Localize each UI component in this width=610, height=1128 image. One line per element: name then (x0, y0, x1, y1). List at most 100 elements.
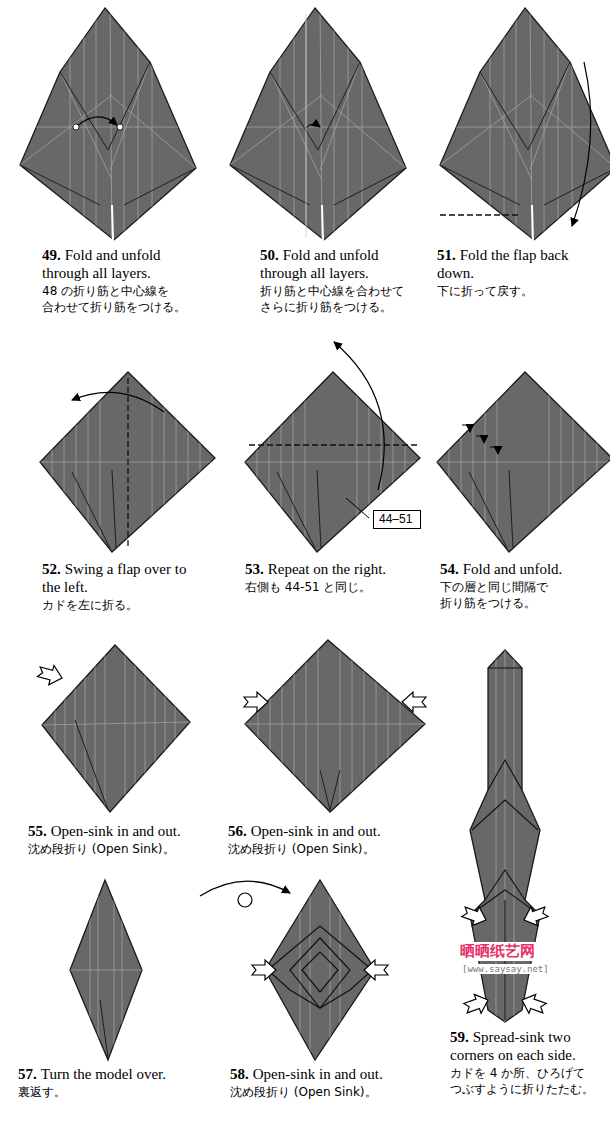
japanese-instruction: 沈め段折り (Open Sink)。 (230, 1084, 430, 1100)
step-54-figure-part-part (476, 436, 484, 443)
step-caption: 57.Turn the model over.裏返す。 (18, 1065, 208, 1100)
step-56-figure-part-part (294, 635, 295, 815)
step-instruction: 51.Fold the flap back down. (437, 246, 597, 282)
step-57-figure-part-part (70, 970, 142, 971)
step-56-figure-part-part (376, 635, 377, 815)
step-51-figure-part (440, 214, 520, 215)
step-58-figure-part (270, 926, 370, 1008)
step-number: 54. (440, 561, 459, 577)
step-58-figure (200, 875, 388, 1065)
step-51-figure-part (440, 0, 610, 245)
step-58-figure-part-part (300, 875, 301, 1065)
step-58-figure-part (265, 880, 375, 1060)
step-56-figure-part-part (245, 724, 425, 725)
step-53-figure-part (346, 498, 369, 518)
step-56-figure-part (245, 635, 425, 815)
step-instruction: 50.Fold and unfold through all layers. (260, 246, 425, 282)
instruction-text: Turn the model over. (41, 1066, 166, 1082)
step-caption: 56.Open-sink in and out.沈め段折り (Open Sink… (228, 822, 428, 857)
japanese-instruction: 裏返す。 (18, 1084, 208, 1100)
step-number: 52. (42, 561, 61, 577)
step-caption: 51.Fold the flap back down.下に折って戻す。 (437, 246, 597, 299)
step-55-figure-part (36, 662, 64, 688)
step-number: 59. (450, 1029, 469, 1045)
step-instruction: 57.Turn the model over. (18, 1065, 208, 1083)
step-58-figure-part-part (330, 875, 331, 1065)
step-58-figure-part-part (290, 938, 350, 1008)
step-52-figure (40, 360, 215, 560)
step-49-figure-part (117, 124, 123, 130)
step-caption: 52.Swing a flap over to the left.カドを左に折る… (42, 560, 192, 613)
instruction-text: Open-sink in and out. (251, 823, 381, 839)
step-54-figure-part-part (490, 447, 498, 454)
instruction-text: Fold and unfold. (463, 561, 563, 577)
step-52-figure-part (127, 378, 128, 548)
step-59-figure-part (521, 902, 550, 929)
instruction-text: Swing a flap over to the left. (42, 561, 186, 595)
step-reference: 44–51 (379, 512, 412, 526)
step-59-figure-part-part (488, 667, 522, 668)
step-52-figure-part (40, 360, 215, 560)
step-53-figure-part (334, 342, 384, 490)
step-58-figure-part-part (302, 952, 338, 992)
step-49-figure-part (76, 117, 117, 127)
step-55-figure (36, 640, 190, 815)
step-number: 53. (245, 561, 264, 577)
step-number: 50. (260, 247, 279, 263)
step-instruction: 59.Spread-sink two corners on each side. (450, 1028, 602, 1064)
watermark-url: [www.saysay.net] (460, 964, 551, 974)
step-caption: 58.Open-sink in and out.沈め段折り (Open Sink… (230, 1065, 430, 1100)
step-instruction: 49.Fold and unfold through all layers. (42, 246, 207, 282)
step-56-figure-part-part (282, 635, 283, 815)
step-58-figure-part-part (270, 926, 370, 968)
step-50-figure-part (230, 0, 410, 245)
step-58-figure-part (364, 960, 388, 980)
step-59-figure-part-part (485, 870, 525, 900)
step-56-figure-part (320, 770, 340, 810)
step-instruction: 52.Swing a flap over to the left. (42, 560, 192, 596)
step-58-figure-part (300, 875, 340, 1065)
step-56-figure-part-part (352, 635, 353, 815)
step-instruction: 53.Repeat on the right. (245, 560, 435, 578)
step-56-figure-part-part (388, 635, 389, 815)
step-number: 51. (437, 247, 456, 263)
step-49-figure-part (20, 0, 200, 245)
step-caption: 50.Fold and unfold through all layers.折り… (260, 246, 425, 315)
instruction-text: Spread-sink two corners on each side. (450, 1029, 576, 1063)
step-50-figure (230, 0, 410, 245)
step-instruction: 55.Open-sink in and out. (28, 822, 228, 840)
japanese-instruction: 折り筋と中心線を合わせて さらに折り筋をつける。 (260, 283, 425, 315)
step-56-figure-part-part (318, 635, 319, 815)
japanese-instruction: 48 の折り筋と中心線を 合わせて折り筋をつける。 (42, 283, 207, 315)
step-56-figure-part-part (400, 635, 401, 815)
step-53-figure-part (249, 444, 417, 445)
step-instruction: 56.Open-sink in and out. (228, 822, 428, 840)
step-52-figure-part (72, 392, 164, 412)
step-50-figure-part (306, 14, 307, 238)
instruction-text: Fold the flap back down. (437, 247, 568, 281)
japanese-instruction: 下に折って戻す。 (437, 283, 597, 299)
step-59-figure-part-part (472, 800, 538, 830)
step-58-figure-part (238, 893, 252, 907)
step-55-figure-part (75, 720, 108, 810)
step-number: 55. (28, 823, 47, 839)
step-53-figure (245, 342, 420, 560)
step-56-figure-part-part (270, 635, 271, 815)
step-caption: 54.Fold and unfold.下の層と同じ間隔で 折り筋をつける。 (440, 560, 605, 611)
step-instruction: 54.Fold and unfold. (440, 560, 605, 578)
step-58-figure-part (252, 960, 276, 980)
japanese-instruction: 沈め段折り (Open Sink)。 (28, 841, 228, 857)
step-51-figure-part (572, 62, 591, 226)
step-59-figure-part (460, 902, 489, 929)
step-56-figure-part-part (364, 635, 365, 815)
step-49-figure (20, 0, 200, 245)
step-caption: 59.Spread-sink two corners on each side.… (450, 1028, 602, 1097)
japanese-instruction: カドを 4 か所、ひろげて つぶすように折りたたむ。 (450, 1065, 602, 1097)
step-57-figure-part (70, 880, 142, 1060)
step-56-figure-part (245, 640, 425, 812)
step-caption: 53.Repeat on the right.右側も 44-51 と同じ。 (245, 560, 435, 595)
japanese-instruction: 沈め段折り (Open Sink)。 (228, 841, 428, 857)
japanese-instruction: 下の層と同じ間隔で 折り筋をつける。 (440, 579, 605, 611)
step-51-figure (440, 0, 610, 245)
